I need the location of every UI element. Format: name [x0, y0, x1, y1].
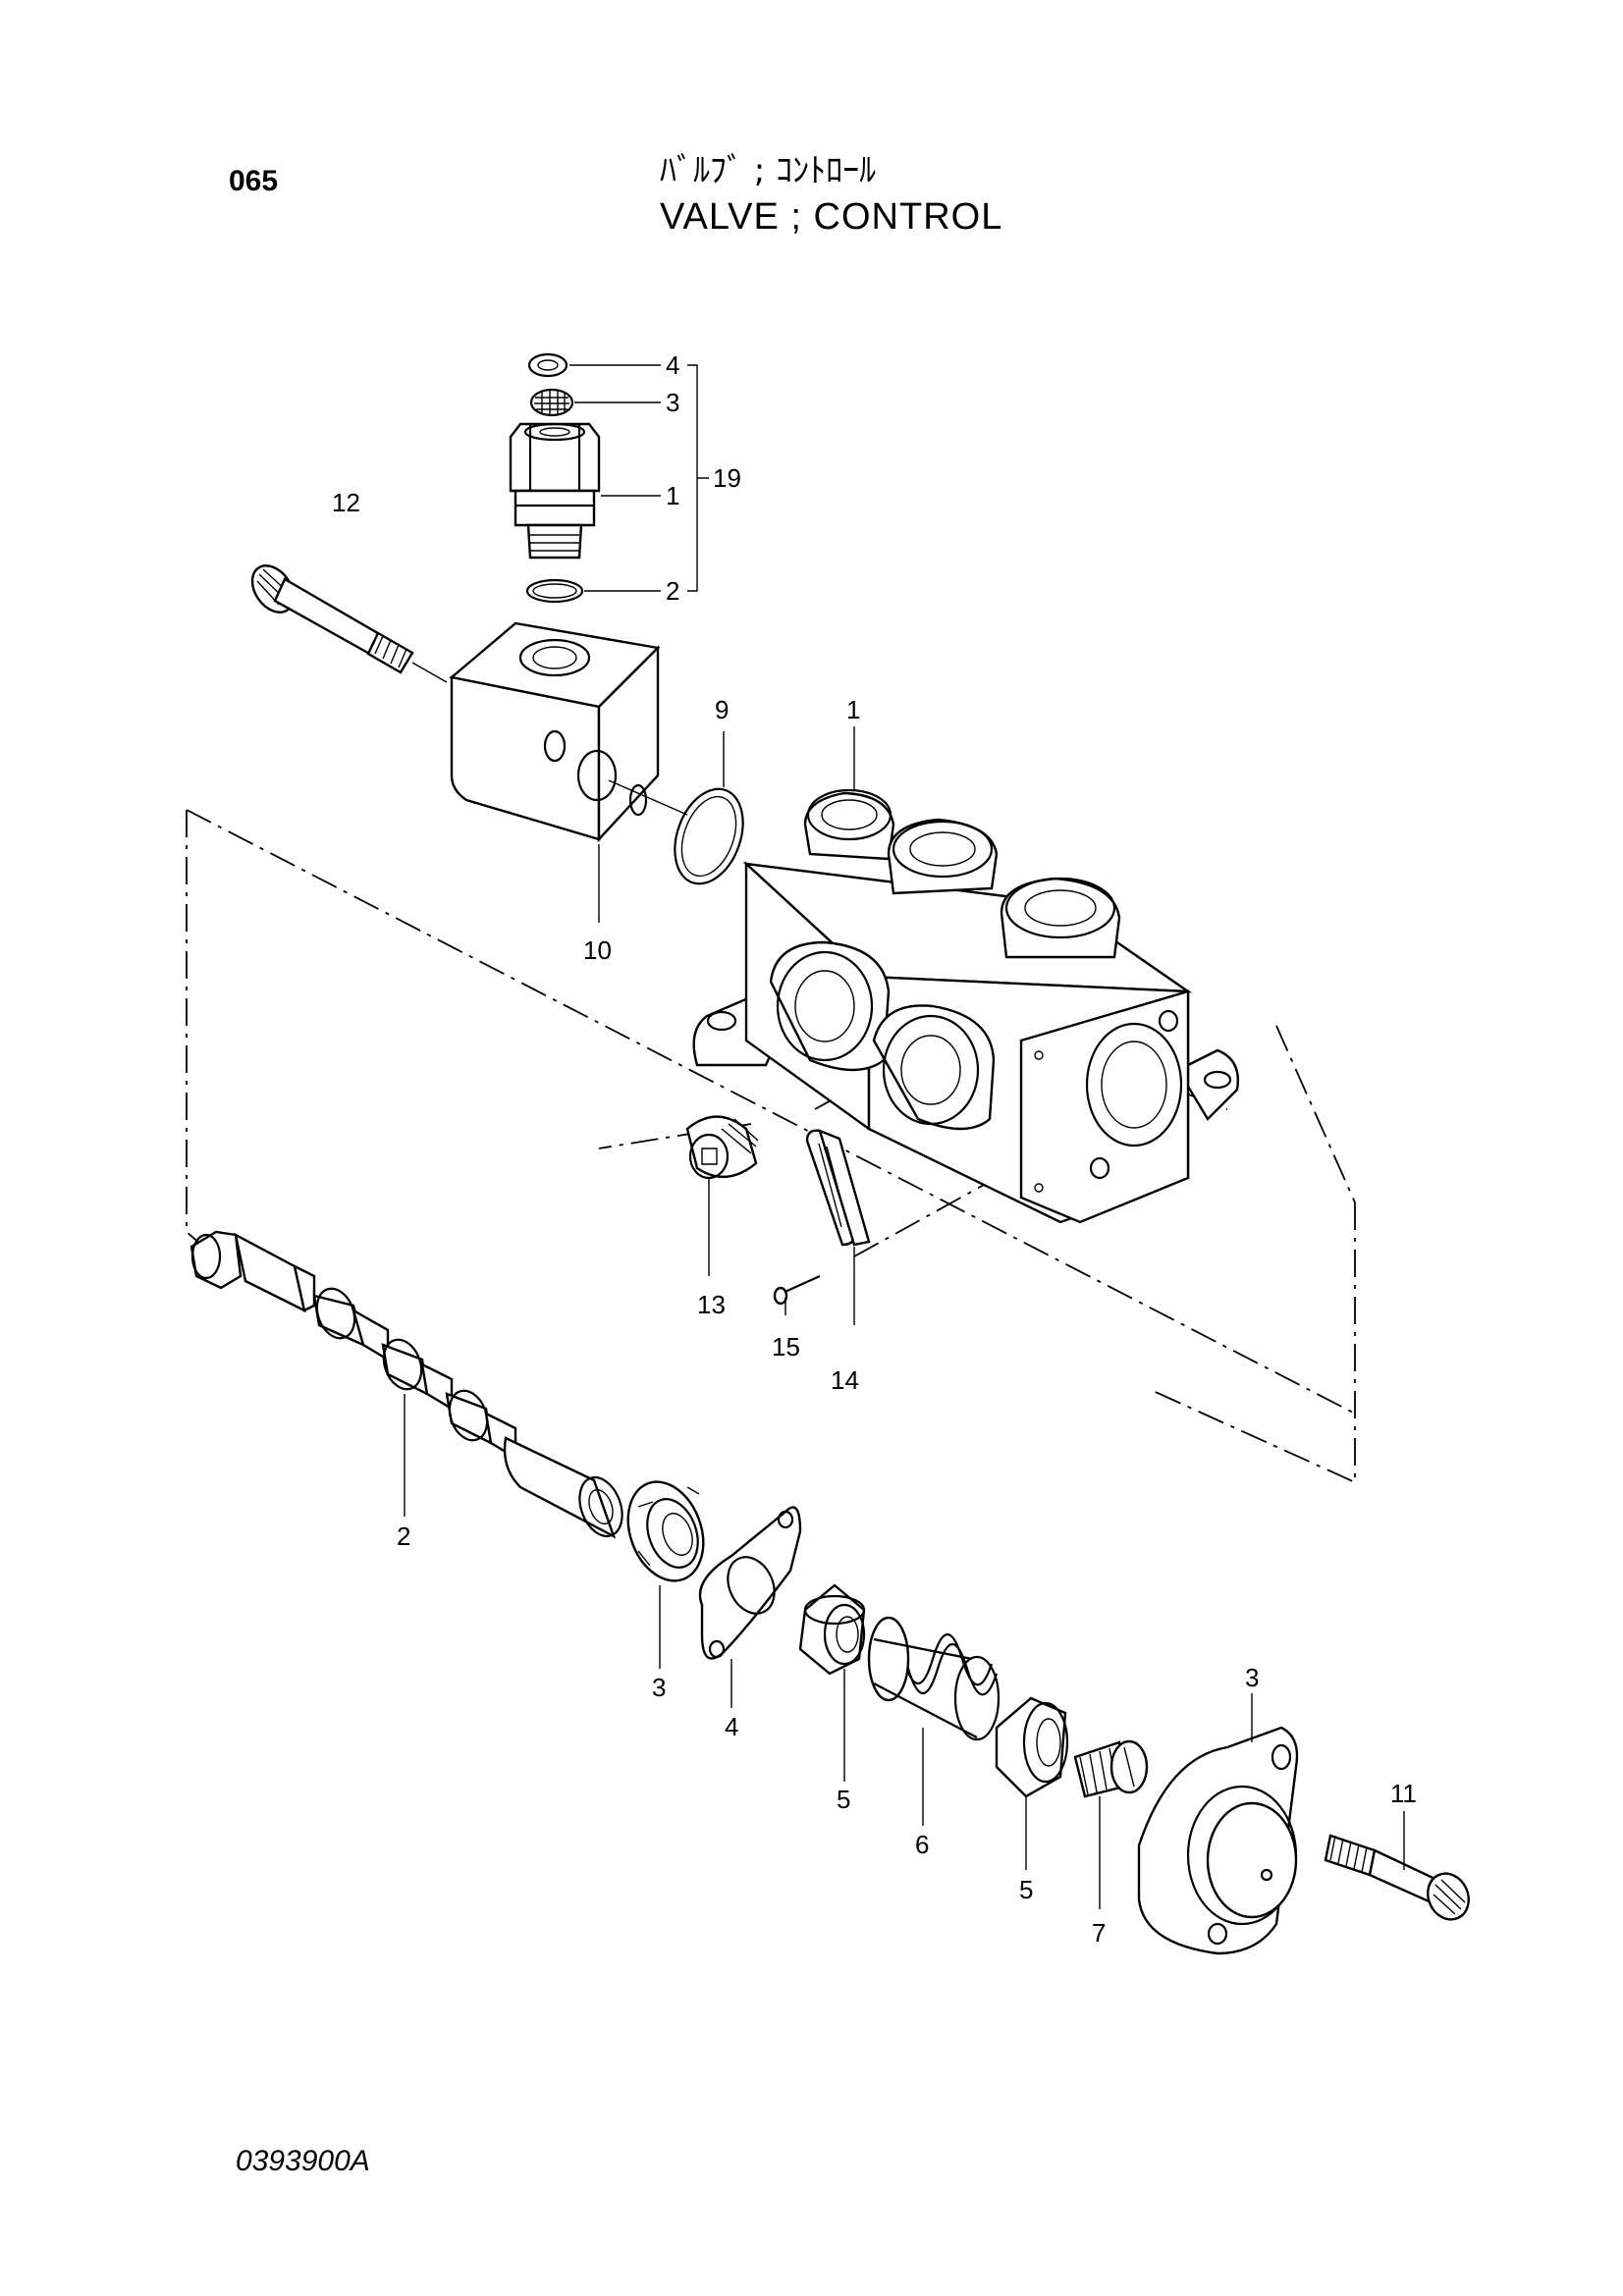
fitting-filter-screen	[529, 388, 574, 417]
callout-11: 11	[1390, 1779, 1417, 1808]
callout-10: 10	[583, 935, 612, 965]
seal-3	[626, 1480, 705, 1669]
callout-13: 13	[697, 1290, 726, 1319]
callout-12: 12	[332, 488, 360, 517]
callout-4-plate: 4	[725, 1712, 738, 1741]
callout-3-cap: 3	[1245, 1663, 1259, 1692]
name-plate-14	[805, 1128, 871, 1325]
callout-2-spool: 2	[397, 1522, 410, 1551]
fitting-adapter-body	[509, 422, 601, 560]
block-10	[449, 621, 688, 923]
figure-code: 0393900A	[236, 2145, 370, 2177]
fitting-o-ring	[525, 578, 584, 604]
callout-9: 9	[715, 695, 729, 724]
callout-14: 14	[831, 1365, 859, 1395]
plug-13	[685, 1115, 759, 1276]
spring-seat-5a	[798, 1583, 866, 1782]
callout-1-top: 1	[666, 481, 679, 510]
valve-housing-1	[692, 726, 1239, 1224]
spool-2	[189, 1230, 623, 1539]
title-japanese: ﾊﾞﾙﾌﾞ ; ｺﾝﾄﾛｰﾙ	[660, 151, 877, 190]
callout-3-top: 3	[666, 388, 679, 417]
fitting-callout-leaders	[569, 364, 709, 592]
spring-seat-5b	[995, 1696, 1069, 1870]
callout-15: 15	[772, 1332, 800, 1362]
spring-6	[867, 1616, 1001, 1826]
callout-3-seal: 3	[652, 1673, 666, 1702]
title-english: VALVE ; CONTROL	[660, 196, 1003, 238]
bolt-12	[250, 564, 448, 683]
stopper-7	[1073, 1739, 1149, 1909]
callout-6: 6	[915, 1830, 929, 1859]
bolt-11	[1324, 1811, 1470, 1921]
callout-1-body: 1	[846, 695, 860, 724]
page-number: 065	[229, 165, 279, 197]
cap-3	[1137, 1693, 1299, 1955]
callout-19: 19	[713, 463, 741, 493]
fitting-snap-ring	[527, 352, 568, 378]
callout-7: 7	[1092, 1918, 1106, 1948]
callout-5-first: 5	[837, 1785, 850, 1814]
flange-plate-4	[698, 1506, 802, 1708]
o-ring-9	[674, 731, 744, 885]
rivet-15	[773, 1274, 821, 1315]
callout-5-second: 5	[1019, 1875, 1033, 1904]
callout-4-top: 4	[666, 350, 679, 380]
callout-2-top: 2	[666, 576, 679, 606]
callout-labels: 4 3 1 2 19 12 9 1 10 13 15 14 2 3 4 5 6 …	[332, 350, 1417, 1948]
